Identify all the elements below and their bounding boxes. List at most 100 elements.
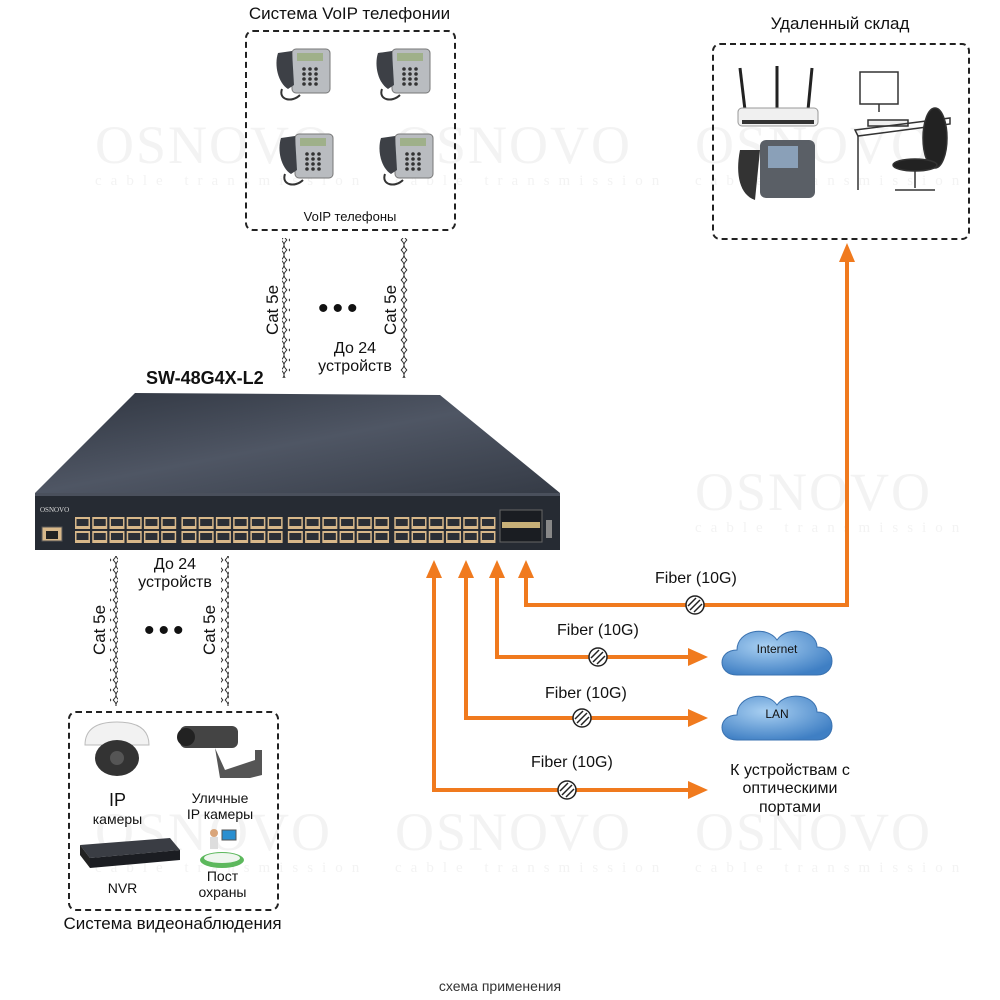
rj45-port-socket [358, 533, 371, 540]
rj45-port-socket [217, 533, 230, 540]
arrow-heads [426, 243, 855, 799]
rj45-port-socket [341, 519, 354, 526]
rj45-port-socket [306, 519, 319, 526]
rj45-port-socket [323, 533, 336, 540]
fiber-connector-icons [557, 595, 705, 800]
arrow-up-icon [458, 560, 474, 578]
arrow-right-icon [688, 781, 708, 799]
fiber-connector-icon [572, 708, 592, 728]
rj45-port-socket [481, 519, 494, 526]
rj45-port-socket [128, 519, 141, 526]
rj45-port-socket [269, 533, 282, 540]
fiber-connector-icon [588, 647, 608, 667]
fiber-line-optical [432, 575, 690, 792]
arrow-right-icon [688, 709, 708, 727]
rj45-port-socket [200, 519, 213, 526]
rj45-port-socket [182, 533, 195, 540]
arrow-right-icon [688, 648, 708, 666]
ip-phone-icon [738, 140, 815, 200]
rj45-port-socket [234, 533, 247, 540]
rj45-port-socket [464, 519, 477, 526]
arrow-up-icon [518, 560, 534, 578]
nvr-icon [80, 838, 180, 868]
ip-phone-icon [279, 133, 334, 186]
arrow-up-icon [489, 560, 505, 578]
ip-phone-icon [379, 133, 434, 186]
lan-label: LAN [765, 707, 789, 721]
twisted-pair-cable [400, 238, 408, 378]
rj45-port-socket [323, 519, 336, 526]
cable-label: Cat 5e [381, 284, 401, 336]
rj45-port-socket [447, 533, 460, 540]
fiber-connector-icon [685, 595, 705, 615]
rj45-port-socket [413, 519, 426, 526]
rj45-port-socket [395, 519, 408, 526]
dome-camera-icon [84, 721, 150, 776]
rj45-port-socket [289, 519, 302, 526]
fiber-line-internet [495, 575, 690, 659]
rj45-port-socket [289, 533, 302, 540]
fiber-connector-icon [557, 780, 577, 800]
internet-cloud-icon [721, 630, 833, 676]
security-post-icon [200, 829, 244, 868]
switch-model-label: SW-48G4X-L2 [146, 368, 264, 388]
rj45-port-socket [430, 519, 443, 526]
fiber-line-lan [464, 575, 690, 720]
arrow-up-icon [426, 560, 442, 578]
rj45-port-socket [447, 519, 460, 526]
cable-label: Cat 5e [200, 604, 220, 656]
rj45-port-socket [251, 519, 264, 526]
rj45-port-socket [128, 533, 141, 540]
nvr-label: NVR [107, 880, 138, 896]
rj45-port-socket [306, 533, 319, 540]
bullet-camera-icon [177, 726, 262, 778]
rj45-port-socket [464, 533, 477, 540]
warehouse-group-box [712, 43, 970, 240]
twisted-pair-cable [221, 556, 229, 706]
rj45-port-socket [217, 519, 230, 526]
ip-phone-icon [376, 48, 431, 101]
fiber-label: Fiber (10G) [655, 570, 737, 587]
cable-label: Cat 5e [90, 604, 110, 656]
rj45-port-socket [269, 519, 282, 526]
rj45-port-socket [76, 533, 89, 540]
rj45-port-socket [110, 533, 123, 540]
footer-caption: схема применения [438, 978, 562, 994]
rj45-port-socket [93, 519, 106, 526]
arrow-up-icon [839, 243, 855, 262]
twisted-pair-cable [282, 238, 290, 378]
cctv-group-title: Система видеонаблюдения [63, 914, 282, 933]
rj45-port-socket [413, 533, 426, 540]
warehouse-group-title: Удаленный склад [770, 14, 910, 33]
ip-phone-icon [276, 48, 331, 101]
rj45-port-socket [234, 519, 247, 526]
cctv-group-box [68, 711, 279, 911]
rj45-port-socket [430, 533, 443, 540]
network-switch: OSNOVO [35, 393, 560, 550]
workstation-icon [853, 71, 951, 191]
rj45-port-socket [375, 533, 388, 540]
rj45-port-socket [145, 533, 158, 540]
more-devices-ellipsis: ••• [318, 292, 362, 325]
rj45-port-socket [341, 533, 354, 540]
rj45-port-socket [251, 533, 264, 540]
fiber-label: Fiber (10G) [545, 685, 627, 702]
lan-cloud-icon [721, 695, 833, 741]
wifi-router-icon [737, 66, 819, 127]
twisted-pair-cable [110, 556, 118, 706]
rj45-port-socket [162, 533, 175, 540]
rj45-port-socket [182, 519, 195, 526]
rj45-port-socket [162, 519, 175, 526]
rj45-port-socket [110, 519, 123, 526]
fiber-line-warehouse [524, 255, 849, 607]
